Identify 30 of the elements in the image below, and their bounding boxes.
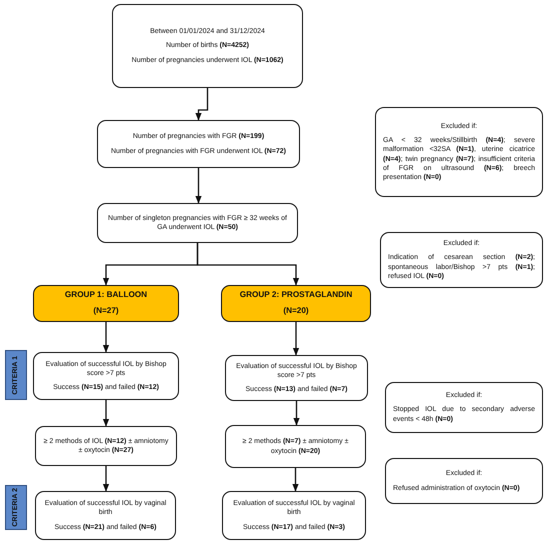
group-box <box>221 285 371 322</box>
process-box <box>33 352 179 400</box>
arrow <box>292 322 300 356</box>
arrow <box>195 88 208 121</box>
process-box <box>97 203 298 243</box>
arrow <box>102 322 110 353</box>
exclusion-box <box>385 458 543 504</box>
process-box <box>112 4 303 88</box>
arrow <box>292 468 299 492</box>
arrow <box>102 400 110 427</box>
group-box <box>33 285 179 322</box>
criteria-tag <box>5 485 27 530</box>
exclusion-box <box>375 107 543 197</box>
box-text: (N=20) <box>282 306 310 317</box>
process-box <box>35 426 177 466</box>
box-text: GROUP 1: BALLOON <box>64 290 148 301</box>
arrow <box>195 168 202 204</box>
arrow <box>293 401 300 426</box>
process-box <box>222 491 366 540</box>
exclusion-box <box>385 382 543 433</box>
process-box <box>225 355 368 401</box>
box-text: GROUP 2: PROSTAGLANDIN <box>238 290 354 301</box>
exclusion-box <box>380 232 543 288</box>
arrow <box>102 466 110 492</box>
box-text: (N=27) <box>92 306 120 317</box>
criteria-tag <box>5 350 27 400</box>
process-box <box>225 425 366 468</box>
process-box <box>35 491 176 540</box>
arrow <box>196 243 300 286</box>
process-box <box>97 120 300 168</box>
